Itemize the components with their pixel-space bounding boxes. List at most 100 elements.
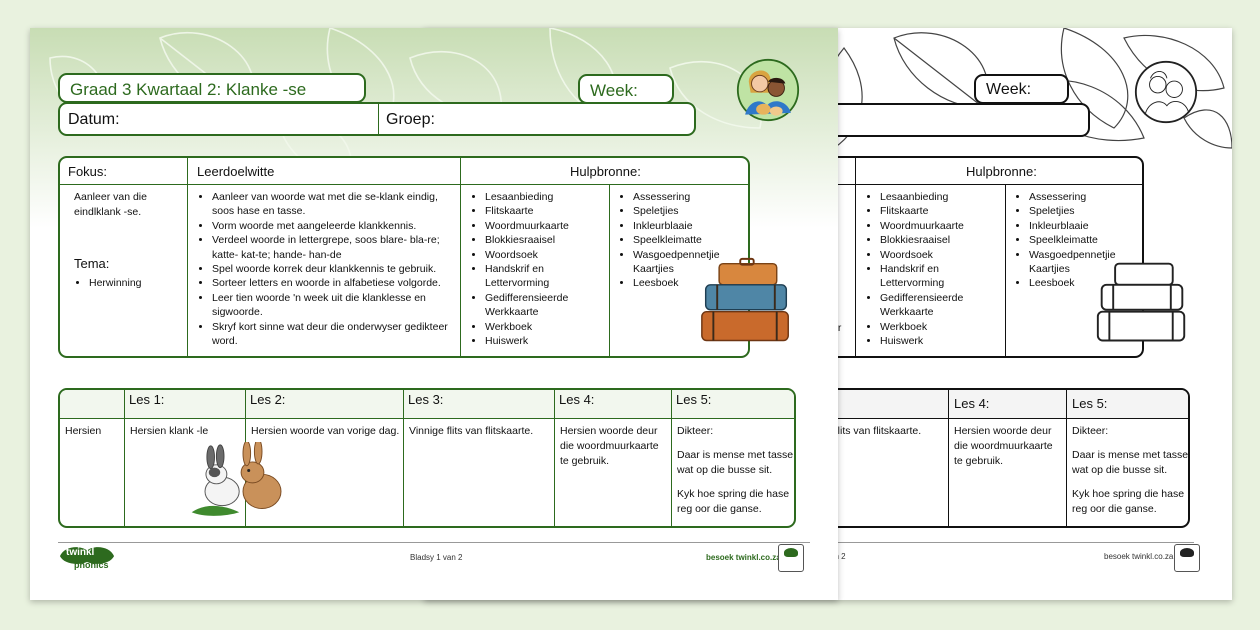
text-line: Daar is mense met tasse	[1072, 449, 1189, 461]
text-line: wat op die busse sit.	[1072, 464, 1168, 476]
week-box: Week:	[974, 74, 1069, 104]
text-line: te gebruik.	[954, 455, 1004, 467]
week-label: Week:	[590, 81, 638, 100]
resources-list-right: Assessering Speletjies Inkleurblaaie Spe…	[618, 190, 720, 291]
les1-cell: Hersien klank -le	[130, 425, 209, 437]
website-link[interactable]: besoek twinkl.co.za	[1104, 552, 1174, 561]
text-line: eindlklank -se.	[74, 205, 142, 218]
page-title: Graad 3 Kwartaal 2: Klanke -se	[70, 80, 307, 99]
les3-cell: Vinnige flits van flitskaarte.	[409, 425, 534, 437]
goal-item: Leer tien woorde 'n week uit die klankle…	[212, 291, 448, 305]
resource-item: Handskrif en	[485, 262, 569, 276]
page-number: Bladsy 1 van 2	[410, 553, 463, 562]
children-avatar-illustration	[1134, 60, 1198, 124]
goals-list: Aanleer van woorde wat met die se-klank …	[197, 190, 448, 348]
resource-item: Assessering	[1029, 190, 1116, 204]
row-label: Hersien	[65, 425, 102, 437]
suitcase-stack-illustration	[1096, 262, 1186, 342]
resource-item: Lettervorming	[880, 277, 945, 290]
resource-item: Speelkleimatte	[1029, 233, 1116, 247]
les5-cell: Dikteer: Daar is mense met tasse wat op …	[1072, 424, 1188, 517]
goal-item: Spel woorde korrek deur klankkennis te g…	[212, 262, 448, 276]
worksheet-page-color: Graad 3 Kwartaal 2: Klanke -se Week: Dat…	[30, 28, 838, 600]
resource-item: Leesboek	[633, 276, 720, 290]
goal-item: Aanleer van woorde wat met die se-klank …	[212, 190, 448, 204]
resource-item: Kaartjies	[633, 263, 674, 276]
quality-badge-icon	[778, 544, 804, 572]
les3-header: Les 3:	[408, 392, 444, 407]
text-line: Daar is mense met tasse	[677, 449, 794, 461]
les5-header: Les 5:	[1072, 396, 1108, 411]
text-line: die woordmuurkaarte	[560, 440, 659, 452]
group-label: Groep:	[386, 111, 435, 128]
quality-badge-icon	[1174, 544, 1200, 572]
tema-label: Tema:	[74, 256, 110, 271]
goal-item: sigwoorde.	[212, 306, 263, 319]
resource-item: Werkboek	[485, 320, 569, 334]
resource-item: Inkleurblaaie	[633, 219, 720, 233]
resource-item: Werkkaarte	[880, 306, 934, 319]
children-avatar-illustration	[736, 58, 800, 122]
twinkl-logo	[59, 547, 115, 564]
goal-item: Skryf kort sinne wat deur die onderwyser…	[212, 320, 448, 334]
les3-partial: e flits van flitskaarte.	[826, 425, 922, 437]
brand-subtitle: phonics	[74, 560, 109, 570]
text-line: Hersien woorde deur	[954, 425, 1052, 437]
suitcase-stack-illustration	[701, 257, 789, 342]
resource-item: Woordsoek	[485, 248, 569, 262]
resource-item: Gedifferensieerde	[485, 291, 569, 305]
les4-header: Les 4:	[559, 392, 595, 407]
resources-list-right: Assessering Speletjies Inkleurblaaie Spe…	[1014, 190, 1116, 291]
date-group-box	[804, 103, 1090, 137]
resource-item: Lettervorming	[485, 277, 550, 290]
resource-item: Lesaanbieding	[880, 190, 964, 204]
date-label: Datum:	[68, 111, 120, 128]
website-link[interactable]: besoek twinkl.co.za	[706, 553, 781, 562]
resource-item: Huiswerk	[880, 334, 964, 348]
les4-cell: Hersien woorde deur die woordmuurkaarte …	[954, 424, 1053, 469]
resources-header: Hulpbronne:	[966, 164, 1037, 179]
fokus-header: Fokus:	[68, 164, 108, 179]
tema-list: Herwinning	[74, 276, 142, 290]
focus-table: Fokus: Leerdoelwitte Hulpbronne: Aanleer…	[58, 156, 750, 358]
resource-item: Wasgoedpennetjie	[1029, 248, 1116, 262]
resource-item: Woordsoek	[880, 248, 964, 262]
resource-item: Wasgoedpennetjie	[633, 248, 720, 262]
text-line: reg oor die ganse.	[677, 503, 762, 515]
resource-item: Speletjies	[633, 204, 720, 218]
resource-item: Speletjies	[1029, 204, 1116, 218]
resource-item: Blokkiesraaisel	[880, 233, 964, 247]
resource-item: Leesboek	[1029, 276, 1116, 290]
fokus-text: Aanleer van die eindlklank -se.	[74, 190, 147, 219]
text-line: Aanleer van die	[74, 191, 147, 203]
resource-item: Werkkaarte	[485, 306, 539, 319]
text-line: die woordmuurkaarte	[954, 440, 1053, 452]
resource-item: Lesaanbieding	[485, 190, 569, 204]
text-line: Dikteer:	[1072, 425, 1109, 437]
resource-item: Speelkleimatte	[633, 233, 720, 247]
text-line: wat op die busse sit.	[677, 464, 773, 476]
resource-item: Assessering	[633, 190, 720, 204]
resource-item: Inkleurblaaie	[1029, 219, 1116, 233]
text-line: reg oor die ganse.	[1072, 503, 1157, 515]
resource-item: Werkboek	[880, 320, 964, 334]
resource-item: Flitskaarte	[880, 204, 964, 218]
title-box: Graad 3 Kwartaal 2: Klanke -se	[58, 73, 366, 103]
resource-item: Huiswerk	[485, 334, 569, 348]
resource-item: Blokkiesraaisel	[485, 233, 569, 247]
lesson-table-bw: Les 4: Les 5: e flits van flitskaarte. H…	[826, 388, 1190, 528]
resource-item: Kaartjies	[1029, 263, 1070, 276]
text-line: Kyk hoe spring die hase	[677, 488, 790, 500]
goal-item: katte- kat-te; hande- han-de	[212, 248, 342, 261]
goal-item: Sorteer letters en woorde in alfabetiese…	[212, 276, 448, 290]
text-line: te gebruik.	[560, 455, 610, 467]
les1-header: Les 1:	[129, 392, 165, 407]
resource-item: Handskrif en	[880, 262, 964, 276]
resources-list-left: Lesaanbieding Flitskaarte Woordmuurkaart…	[865, 190, 964, 348]
resources-header: Hulpbronne:	[570, 164, 641, 179]
week-box: Week:	[578, 74, 674, 104]
goal-item: word.	[212, 335, 238, 348]
text-line: Kyk hoe spring die hase	[1072, 488, 1185, 500]
goal-item: Vorm woorde met aangeleerde klankkennis.	[212, 219, 448, 233]
rabbits-illustration	[191, 442, 282, 516]
